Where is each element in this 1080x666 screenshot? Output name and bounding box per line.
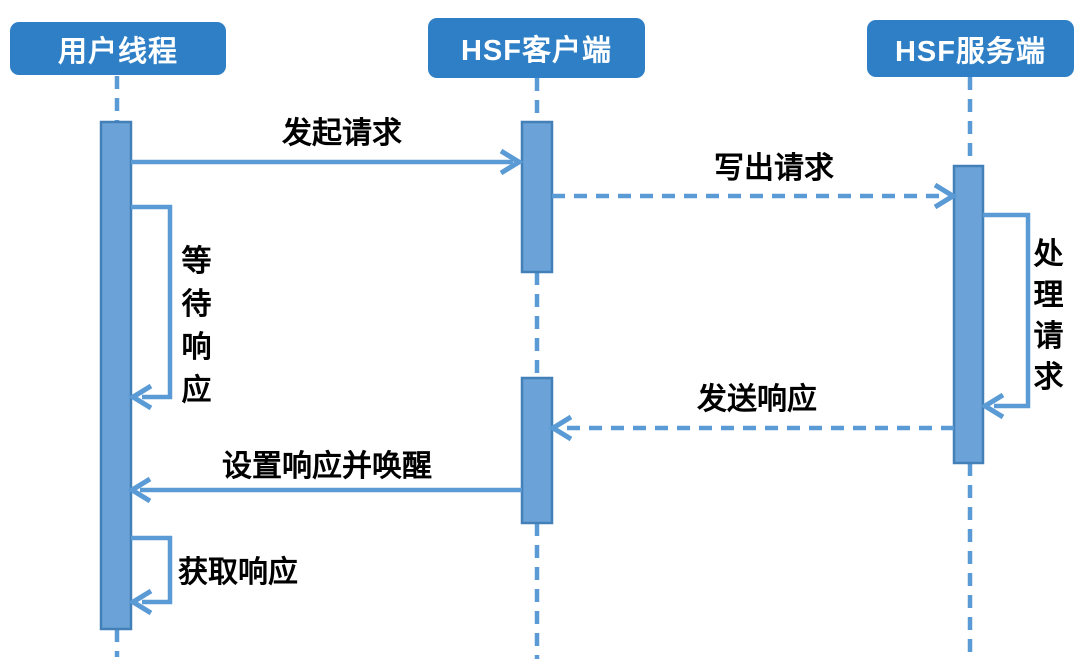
m3-arrowhead-left bbox=[128, 383, 153, 411]
actor-header-user-thread: 用户线程 bbox=[10, 22, 226, 75]
message-label-get-response: 获取响应 bbox=[178, 556, 298, 589]
message-arrow-m5 bbox=[548, 414, 954, 442]
self-loop-m3 bbox=[128, 204, 173, 411]
message-arrow-m6 bbox=[127, 476, 522, 504]
message-arrow-m2 bbox=[552, 182, 958, 210]
message-label-write-out-request: 写出请求 bbox=[714, 152, 834, 185]
actor-header-hsf-client: HSF客户端 bbox=[428, 18, 645, 78]
self-loop-m7 bbox=[128, 535, 173, 616]
actor-header-hsf-server: HSF服务端 bbox=[867, 20, 1074, 77]
message-label-set-response-and-wake: 设置响应并唤醒 bbox=[222, 450, 432, 483]
m3-loop-line bbox=[131, 204, 173, 400]
activation-bar-user-thread bbox=[99, 120, 133, 631]
m1-arrowhead-right bbox=[499, 148, 524, 176]
m4-loop-line bbox=[983, 212, 1031, 409]
message-arrow-m1 bbox=[131, 148, 524, 176]
message-label-send-response: 发送响应 bbox=[697, 383, 817, 416]
message-label-process-request: 处理请求 bbox=[1033, 238, 1064, 394]
m5-arrowhead-left bbox=[548, 414, 573, 442]
m2-arrowhead-right bbox=[933, 182, 958, 210]
m4-arrowhead-left bbox=[980, 392, 1005, 420]
m7-arrowhead-left bbox=[128, 588, 153, 616]
message-label-wait-for-response: 等待响应 bbox=[181, 245, 212, 407]
message-label-initiate-request: 发起请求 bbox=[282, 117, 402, 150]
self-loop-m4 bbox=[980, 212, 1031, 420]
activation-bar-hsf-client-1 bbox=[520, 120, 554, 274]
activation-bar-hsf-server bbox=[952, 164, 985, 465]
m7-loop-line bbox=[131, 535, 173, 605]
activation-bar-hsf-client-2 bbox=[520, 376, 554, 525]
m6-arrowhead-left bbox=[127, 476, 152, 504]
